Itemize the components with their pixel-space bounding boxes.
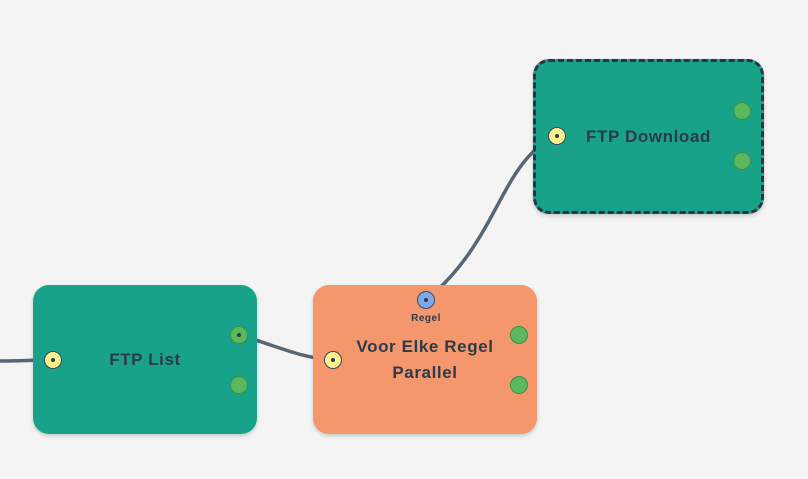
ftp-list-output-port-1[interactable] (230, 326, 248, 344)
node-ftp-download[interactable]: FTP Download (533, 59, 764, 214)
voor-elke-regel-input-port[interactable] (324, 351, 342, 369)
voor-elke-regel-output-port-1[interactable] (510, 326, 528, 344)
voor-elke-regel-output-port-2[interactable] (510, 376, 528, 394)
ftp-download-output-port-2[interactable] (733, 152, 751, 170)
ftp-download-input-port[interactable] (548, 127, 566, 145)
node-ftp-download-title: FTP Download (586, 126, 711, 146)
ftp-download-output-port-1[interactable] (733, 102, 751, 120)
regel-param-label: Regel (411, 313, 441, 324)
ftp-list-input-port[interactable] (44, 351, 62, 369)
node-ftp-list[interactable]: FTP List (33, 285, 257, 434)
ftp-list-output-port-2[interactable] (230, 376, 248, 394)
node-voor-elke-regel-title: Voor Elke Regel Parallel (356, 336, 494, 382)
regel-param-port[interactable] (417, 291, 435, 309)
node-ftp-list-title: FTP List (109, 349, 181, 369)
node-voor-elke-regel-parallel[interactable]: Voor Elke Regel Parallel (313, 285, 537, 434)
